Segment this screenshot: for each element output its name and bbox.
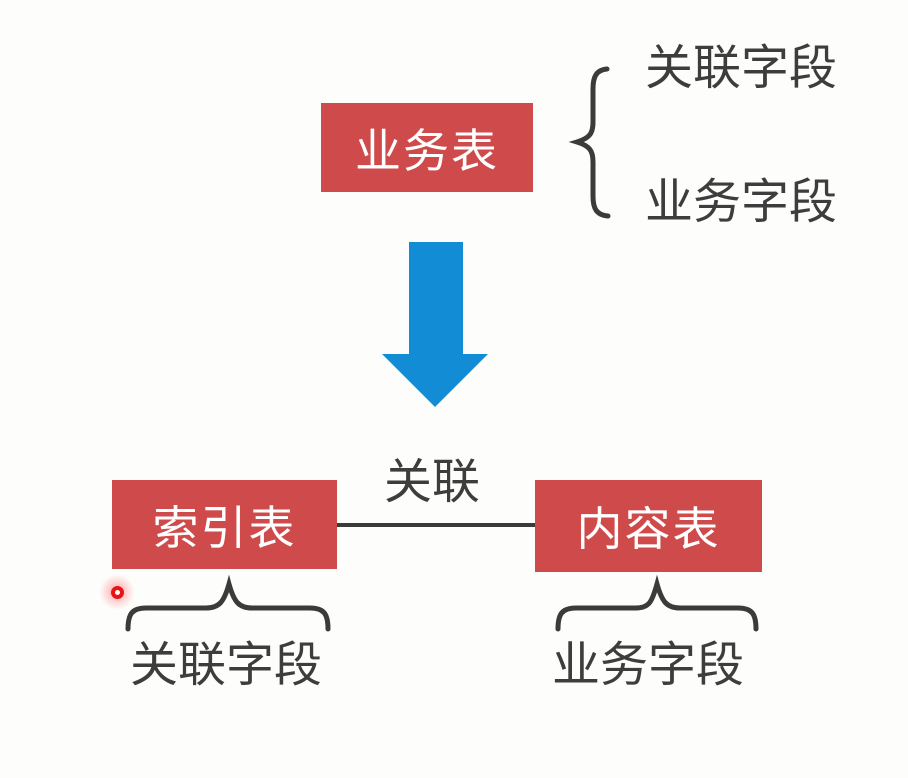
relation-label: 关联 bbox=[384, 456, 481, 509]
index-table-box: 索引表 bbox=[112, 480, 337, 569]
down-arrow-icon bbox=[382, 242, 488, 407]
content-table-label: 内容表 bbox=[576, 503, 721, 555]
index-association-field-label: 关联字段 bbox=[130, 639, 323, 692]
index-table-label: 索引表 bbox=[152, 501, 297, 554]
business-table-label: 业务表 bbox=[355, 124, 499, 177]
top-brace bbox=[568, 66, 611, 219]
content-table-box: 内容表 bbox=[535, 480, 762, 572]
content-business-field-label: 业务字段 bbox=[552, 639, 745, 692]
laser-dot-icon bbox=[111, 586, 124, 599]
top-association-field-label: 关联字段 bbox=[645, 42, 838, 95]
index-table-brace bbox=[125, 574, 331, 632]
business-table-box: 业务表 bbox=[321, 103, 533, 192]
content-table-brace bbox=[555, 574, 759, 632]
top-business-field-label: 业务字段 bbox=[645, 176, 838, 229]
